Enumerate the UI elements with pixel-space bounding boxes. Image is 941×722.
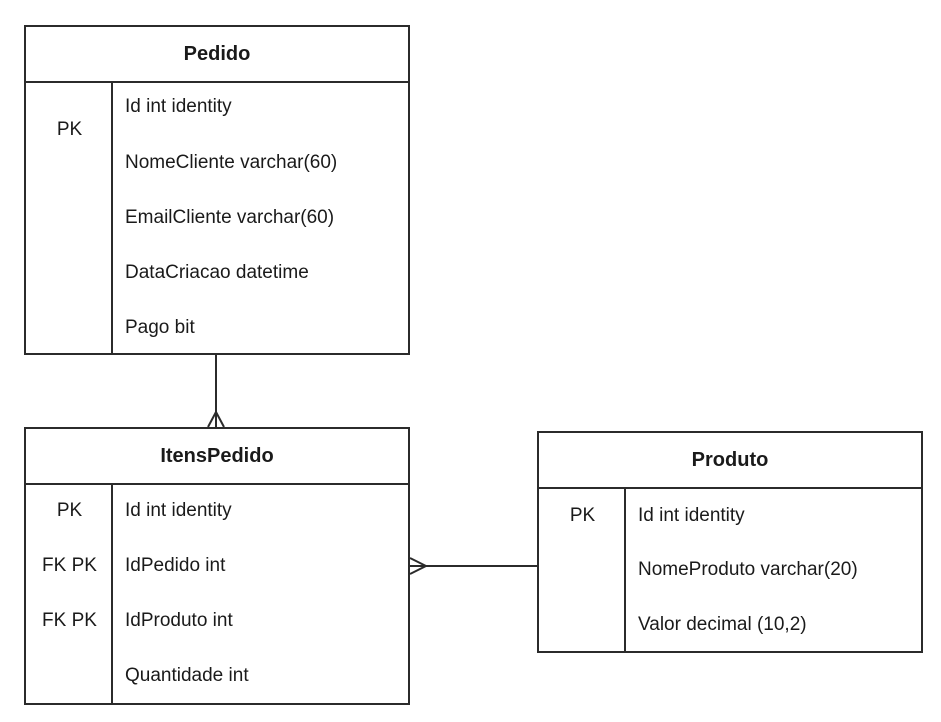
entity-pedido-field: NomeCliente varchar(60) xyxy=(125,152,338,173)
relationship-produto-itenspedido xyxy=(409,557,537,575)
crows-foot-icon xyxy=(409,557,427,567)
entity-pedido-title: Pedido xyxy=(26,27,408,83)
entity-produto-key-column xyxy=(539,487,626,651)
entity-itens-pedido-key: FK PK xyxy=(42,555,97,576)
entity-pedido-field: Pago bit xyxy=(125,317,195,338)
relationship-pedido-itenspedido xyxy=(207,355,225,428)
crows-foot-icon xyxy=(409,565,427,575)
entity-itens-pedido-field: IdProduto int xyxy=(125,610,233,631)
entity-itens-pedido: ItensPedido PK FK PK FK PK Id int identi… xyxy=(24,427,410,705)
entity-itens-pedido-field: Quantidade int xyxy=(125,665,249,686)
crows-foot-icon xyxy=(215,411,225,428)
entity-itens-pedido-key: PK xyxy=(56,500,83,521)
entity-itens-pedido-field: IdPedido int xyxy=(125,555,226,576)
entity-pedido-field: Id int identity xyxy=(125,96,232,117)
entity-itens-pedido-title: ItensPedido xyxy=(26,429,408,485)
entity-produto-field: Id int identity xyxy=(638,505,745,526)
entity-produto-key: PK xyxy=(569,505,596,526)
entity-produto-title: Produto xyxy=(539,433,921,489)
entity-produto-field: NomeProduto varchar(20) xyxy=(638,559,858,580)
entity-produto: Produto PK Id int identity NomeProduto v… xyxy=(537,431,923,653)
entity-pedido: Pedido PK Id int identity NomeCliente va… xyxy=(24,25,410,355)
entity-itens-pedido-key: FK PK xyxy=(42,610,97,631)
entity-pedido-field: DataCriacao datetime xyxy=(125,262,309,283)
crows-foot-icon xyxy=(207,411,217,428)
entity-itens-pedido-key-column xyxy=(26,483,113,703)
entity-pedido-key: PK xyxy=(56,119,83,140)
entity-produto-field: Valor decimal (10,2) xyxy=(638,614,807,635)
entity-pedido-key-column xyxy=(26,81,113,353)
entity-itens-pedido-field: Id int identity xyxy=(125,500,232,521)
entity-pedido-field: EmailCliente varchar(60) xyxy=(125,207,335,228)
